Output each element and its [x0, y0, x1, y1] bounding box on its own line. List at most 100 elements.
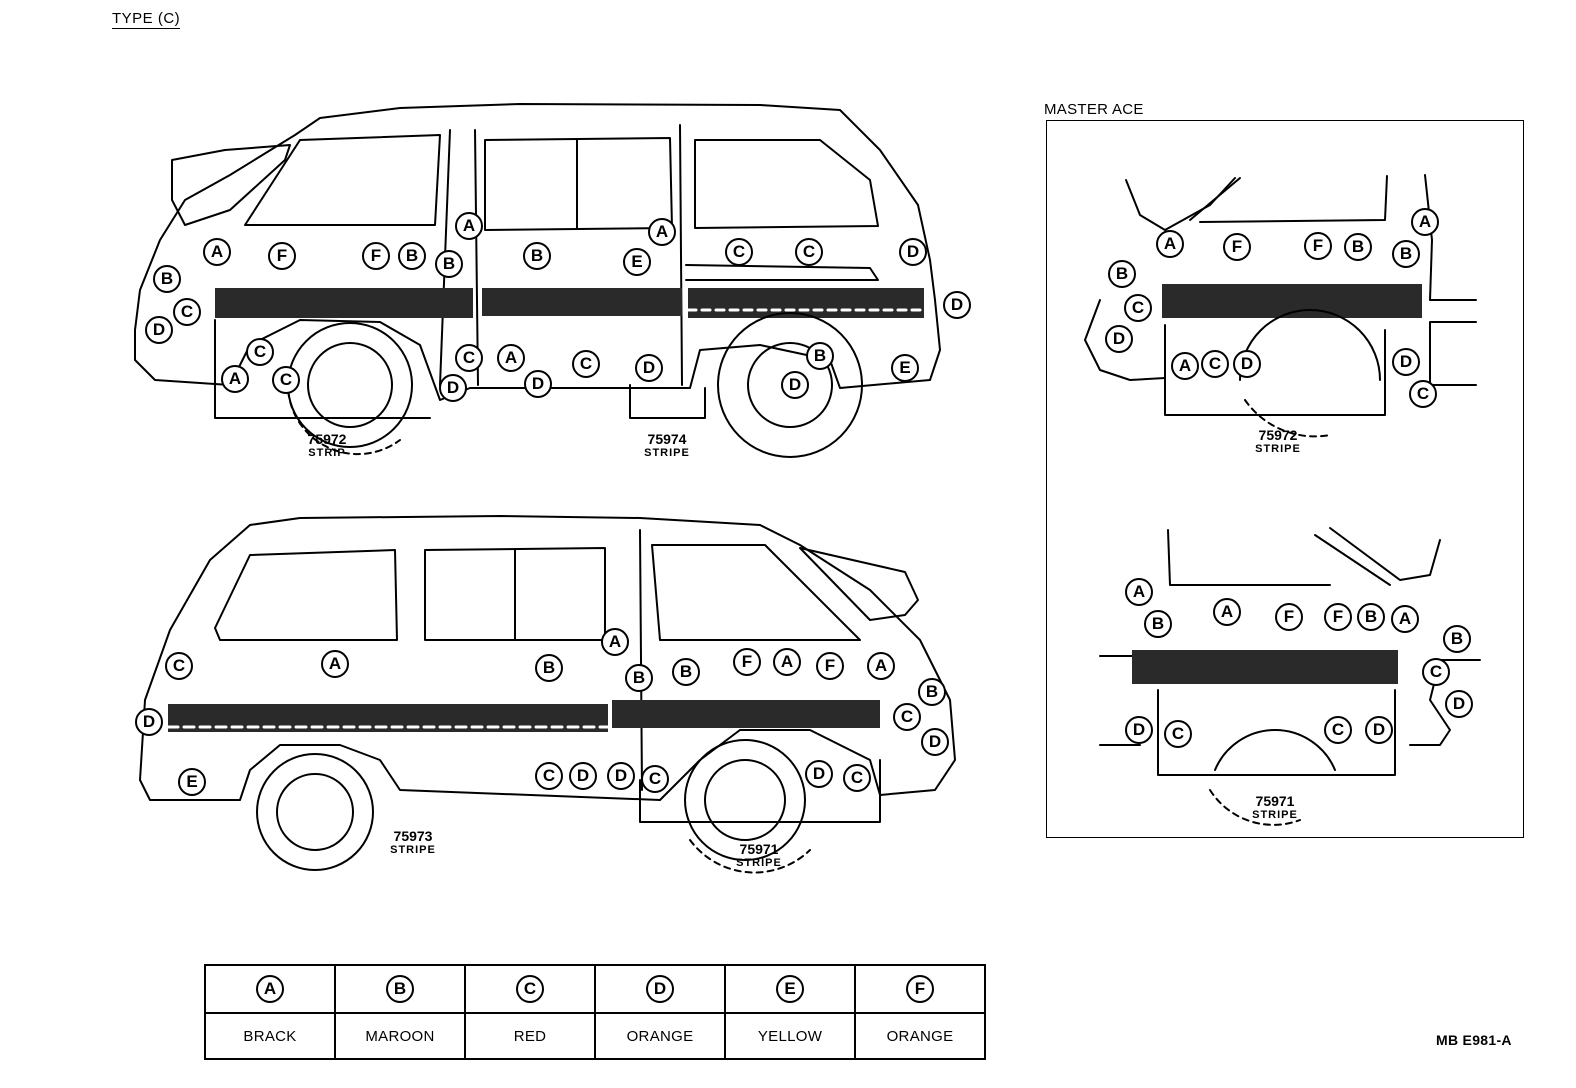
color-callout-a: A [601, 628, 629, 656]
color-callout-a: A [455, 212, 483, 240]
part-number-75972-inset: 75972 STRIPE [1243, 428, 1313, 456]
legend-color-b: MAROON [334, 1012, 466, 1060]
color-callout-f: F [816, 652, 844, 680]
color-callout-c: C [1201, 350, 1229, 378]
color-callout-f: F [362, 242, 390, 270]
part-name: STRIPE [390, 844, 436, 856]
color-callout-b: B [1443, 625, 1471, 653]
color-callout-d: D [135, 708, 163, 736]
color-callout-c: C [725, 238, 753, 266]
color-callout-c: C [641, 765, 669, 793]
part-name: STRIPE [644, 447, 690, 459]
color-callout-c: C [893, 703, 921, 731]
legend-cell: D [594, 964, 726, 1014]
color-callout-c: C [1422, 658, 1450, 686]
legend-key-row: A B C D E F [204, 964, 986, 1014]
legend-key-e: E [776, 975, 804, 1003]
color-callout-b: B [806, 342, 834, 370]
color-callout-c: C [535, 762, 563, 790]
color-callout-c: C [246, 338, 274, 366]
color-callout-a: A [321, 650, 349, 678]
color-callout-d: D [1105, 325, 1133, 353]
color-callout-a: A [1213, 598, 1241, 626]
legend-name-row: BRACK MAROON RED ORANGE YELLOW ORANGE [204, 1012, 986, 1060]
color-callout-b: B [1144, 610, 1172, 638]
van-bottom-outline [139, 515, 956, 874]
color-callout-d: D [569, 762, 597, 790]
part-name: STRIPE [1255, 443, 1301, 455]
van-top-outline [134, 103, 941, 458]
legend-key-f: F [906, 975, 934, 1003]
legend-color-a: BRACK [204, 1012, 336, 1060]
part-number: 75971 [739, 841, 779, 857]
color-callout-c: C [173, 298, 201, 326]
color-callout-e: E [178, 768, 206, 796]
legend-key-d: D [646, 975, 674, 1003]
color-callout-f: F [1324, 603, 1352, 631]
color-callout-b: B [1392, 240, 1420, 268]
color-callout-f: F [733, 648, 761, 676]
color-callout-b: B [523, 242, 551, 270]
part-number-75974: 75974 STRIPE [632, 432, 702, 460]
color-callout-d: D [1365, 716, 1393, 744]
color-callout-a: A [1391, 605, 1419, 633]
color-callout-b: B [625, 664, 653, 692]
part-number-75971-bottom: 75971 STRIPE [724, 842, 794, 870]
color-callout-c: C [1124, 294, 1152, 322]
color-callout-c: C [455, 344, 483, 372]
color-callout-c: C [572, 350, 600, 378]
part-number: 75973 [393, 828, 433, 844]
color-callout-a: A [773, 648, 801, 676]
color-callout-d: D [635, 354, 663, 382]
color-callout-b: B [672, 658, 700, 686]
legend-key-c: C [516, 975, 544, 1003]
color-callout-e: E [891, 354, 919, 382]
color-callout-a: A [497, 344, 525, 372]
legend-cell: E [724, 964, 856, 1014]
legend-color-c: RED [464, 1012, 596, 1060]
color-callout-b: B [435, 250, 463, 278]
color-callout-b: B [153, 265, 181, 293]
color-callout-c: C [843, 764, 871, 792]
legend-color-e: YELLOW [724, 1012, 856, 1060]
color-callout-b: B [1344, 233, 1372, 261]
color-callout-d: D [781, 371, 809, 399]
legend-key-a: A [256, 975, 284, 1003]
color-callout-f: F [1304, 232, 1332, 260]
legend-color-d: ORANGE [594, 1012, 726, 1060]
part-number-75973: 75973 STRIPE [378, 829, 448, 857]
part-number: 75971 [1255, 793, 1295, 809]
color-callout-a: A [203, 238, 231, 266]
color-callout-d: D [805, 760, 833, 788]
color-callout-c: C [272, 366, 300, 394]
color-callout-b: B [1108, 260, 1136, 288]
color-callout-f: F [268, 242, 296, 270]
part-name: STRIP [308, 447, 346, 459]
legend-color-f: ORANGE [854, 1012, 986, 1060]
color-callout-c: C [795, 238, 823, 266]
color-callout-d: D [524, 370, 552, 398]
color-callout-d: D [899, 238, 927, 266]
inset-title: MASTER ACE [1044, 101, 1144, 118]
color-callout-c: C [1409, 380, 1437, 408]
color-callout-d: D [607, 762, 635, 790]
part-number-75972-top: 75972 STRIP [292, 432, 362, 460]
color-callout-b: B [535, 654, 563, 682]
color-callout-f: F [1223, 233, 1251, 261]
legend-key-b: B [386, 975, 414, 1003]
legend-cell: B [334, 964, 466, 1014]
inset-top-outline [1084, 174, 1477, 438]
color-callout-a: A [1125, 578, 1153, 606]
color-callout-a: A [867, 652, 895, 680]
part-number-75971-inset: 75971 STRIPE [1240, 794, 1310, 822]
color-callout-a: A [1156, 230, 1184, 258]
color-callout-d: D [1445, 690, 1473, 718]
color-callout-e: E [623, 248, 651, 276]
legend-cell: C [464, 964, 596, 1014]
color-callout-c: C [165, 652, 193, 680]
part-number: 75974 [647, 431, 687, 447]
page-title: TYPE (C) [112, 10, 181, 29]
document-id: MB E981-A [1436, 1032, 1512, 1048]
color-callout-b: B [1357, 603, 1385, 631]
